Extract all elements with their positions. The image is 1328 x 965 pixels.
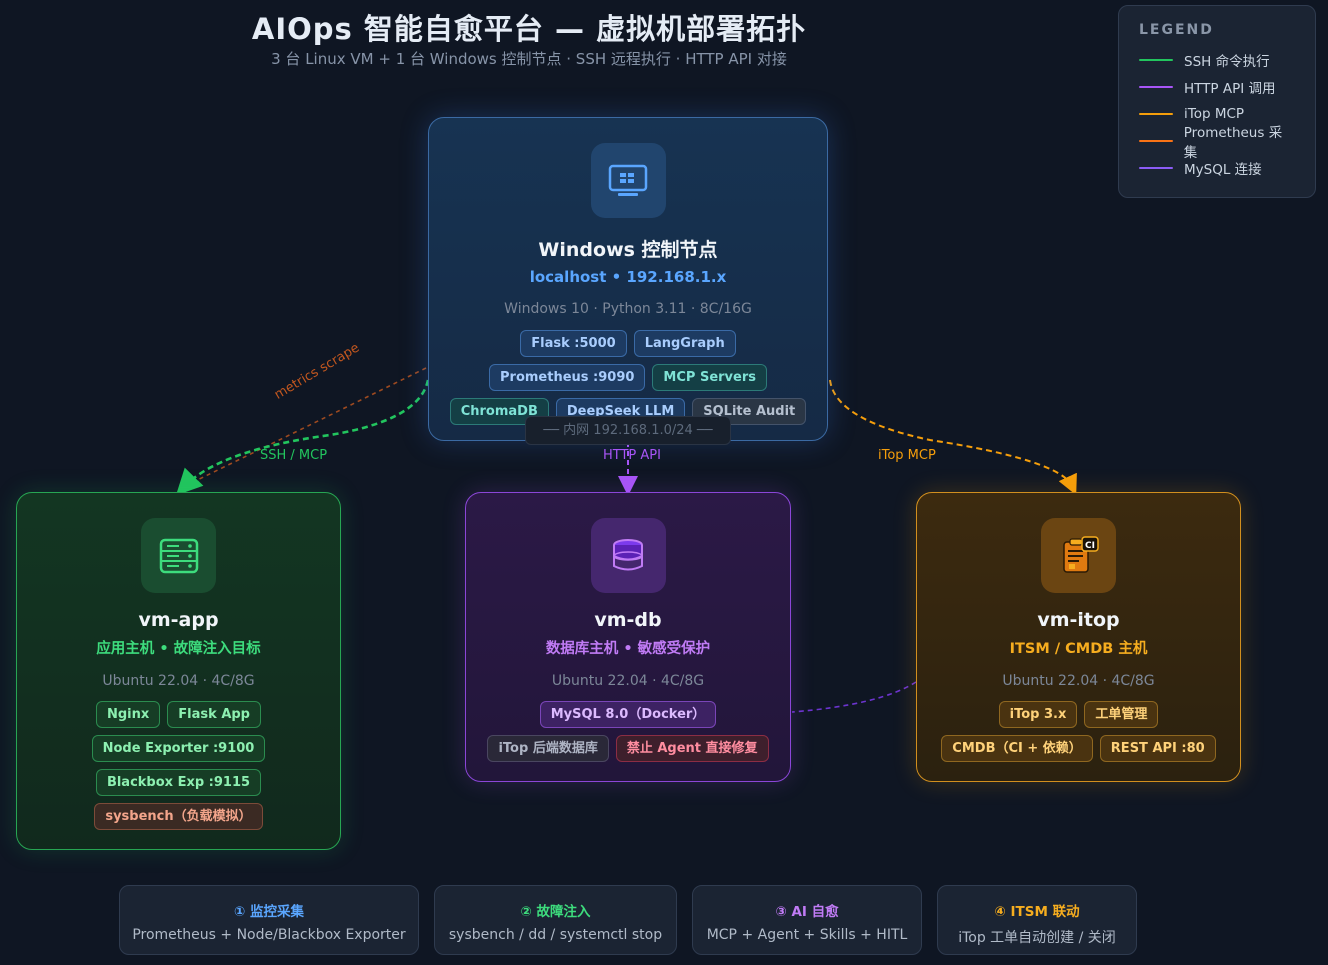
database-icon — [590, 518, 666, 593]
step-itsm: ④ ITSM 联动 iTop 工单自动创建 / 关闭 — [937, 885, 1137, 955]
legend-item-prometheus: Prometheus 采集 — [1139, 125, 1295, 161]
node-role: 应用主机 • 故障注入目标 — [96, 641, 261, 657]
tag-cmdb: CMDB（CI + 依赖） — [941, 735, 1093, 762]
node-host: localhost • 192.168.1.x — [529, 268, 727, 286]
ci-badge-text: CI — [1085, 541, 1095, 551]
tag-flask-app: Flask App — [167, 701, 261, 728]
node-os: Ubuntu 22.04 · 4C/8G — [1002, 673, 1155, 689]
tag-nginx: Nginx — [96, 701, 161, 728]
tag-node-exporter: Node Exporter :9100 — [91, 735, 266, 762]
tag-mcp-servers: MCP Servers — [652, 364, 767, 391]
service-tags: iTop 3.x 工单管理 CMDB（CI + 依赖） REST API :80 — [917, 701, 1240, 762]
tag-flask: Flask :5000 — [520, 330, 627, 357]
ssh-mcp-line — [175, 379, 430, 496]
metrics-scrape-label: metrics scrape — [272, 340, 363, 403]
step-desc: iTop 工单自动创建 / 关闭 — [958, 930, 1116, 946]
step-desc: Prometheus + Node/Blackbox Exporter — [132, 927, 406, 943]
node-title: Windows 控制节点 — [538, 239, 718, 261]
step-title: ③ AI 自愈 — [775, 904, 839, 920]
legend-item-http: HTTP API 调用 — [1139, 73, 1295, 100]
step-ai-self-healing: ③ AI 自愈 MCP + Agent + Skills + HITL — [692, 885, 922, 955]
tag-blackbox-exporter: Blackbox Exp :9115 — [95, 769, 262, 796]
tag-mysql: MySQL 8.0（Docker） — [539, 701, 717, 728]
step-title: ② 故障注入 — [520, 904, 591, 920]
legend-item-ssh: SSH 命令执行 — [1139, 46, 1295, 73]
clipboard-ci-icon: CI — [1041, 518, 1116, 593]
windows-control-node[interactable]: Windows 控制节点 localhost • 192.168.1.x Win… — [428, 117, 828, 441]
step-title: ① 监控采集 — [233, 904, 305, 920]
legend-panel: LEGEND SSH 命令执行 HTTP API 调用 iTop MCP Pro… — [1118, 5, 1316, 198]
node-os: Ubuntu 22.04 · 4C/8G — [102, 673, 255, 689]
tag-ticket-management: 工单管理 — [1084, 701, 1159, 728]
http-api-label: HTTP API — [603, 448, 661, 463]
tag-rest-api: REST API :80 — [1099, 735, 1216, 762]
node-os: Windows 10 · Python 3.11 · 8C/16G — [504, 301, 752, 317]
service-tags: Flask :5000 LangGraph Prometheus :9090 M… — [429, 330, 827, 425]
tag-langgraph: LangGraph — [633, 330, 736, 357]
node-role: 数据库主机 • 敏感受保护 — [545, 641, 711, 657]
service-tags-row2: iTop 后端数据库 禁止 Agent 直接修复 — [466, 735, 790, 762]
vm-itop-node[interactable]: CI vm-itop ITSM / CMDB 主机 Ubuntu 22.04 ·… — [916, 492, 1241, 782]
step-desc: MCP + Agent + Skills + HITL — [706, 927, 908, 943]
monitor-icon — [590, 143, 666, 218]
step-monitoring: ① 监控采集 Prometheus + Node/Blackbox Export… — [119, 885, 419, 955]
service-tags: Nginx Flask App Node Exporter :9100 Blac… — [17, 701, 340, 830]
tag-itop: iTop 3.x — [998, 701, 1078, 728]
legend-item-mysql: MySQL 连接 — [1139, 154, 1295, 181]
legend-line-swatch — [1139, 166, 1173, 169]
legend-label: SSH 命令执行 — [1184, 53, 1270, 70]
legend-line-swatch — [1139, 58, 1173, 61]
legend-line-swatch — [1139, 112, 1173, 115]
tag-sysbench: sysbench（负载模拟） — [94, 803, 263, 830]
legend-label: iTop MCP — [1184, 105, 1245, 122]
server-icon — [141, 518, 216, 593]
vm-db-node[interactable]: vm-db 数据库主机 • 敏感受保护 Ubuntu 22.04 · 4C/8G… — [465, 492, 791, 782]
node-title: vm-itop — [1037, 609, 1120, 631]
node-role: ITSM / CMDB 主机 — [1009, 641, 1148, 657]
service-tags: MySQL 8.0（Docker） — [466, 701, 790, 728]
node-title: vm-db — [594, 609, 662, 631]
page-title: AIOps 智能自愈平台 — 虚拟机部署拓扑 — [251, 12, 807, 46]
legend-label: MySQL 连接 — [1184, 161, 1262, 178]
step-desc: sysbench / dd / systemctl stop — [448, 927, 663, 943]
vm-app-node[interactable]: vm-app 应用主机 • 故障注入目标 Ubuntu 22.04 · 4C/8… — [16, 492, 341, 850]
ssh-mcp-label: SSH / MCP — [260, 448, 328, 463]
mysql-line — [791, 681, 917, 713]
legend-label: Prometheus 采集 — [1183, 124, 1283, 161]
step-fault-injection: ② 故障注入 sysbench / dd / systemctl stop — [434, 885, 677, 955]
legend-title: LEGEND — [1139, 22, 1214, 38]
legend-line-swatch — [1139, 139, 1173, 142]
itop-mcp-line — [829, 379, 1077, 496]
tag-itop-backend-db: iTop 后端数据库 — [487, 735, 609, 762]
page-subtitle: 3 台 Linux VM + 1 台 Windows 控制节点 · SSH 远程… — [271, 50, 787, 68]
tag-no-agent-repair: 禁止 Agent 直接修复 — [615, 735, 769, 762]
network-label: ── 内网 192.168.1.0/24 ── — [525, 416, 731, 445]
itop-mcp-label: iTop MCP — [878, 448, 936, 463]
legend-line-swatch — [1139, 85, 1173, 88]
node-os: Ubuntu 22.04 · 4C/8G — [551, 673, 705, 689]
tag-prometheus: Prometheus :9090 — [489, 364, 646, 391]
legend-item-itop: iTop MCP — [1139, 100, 1295, 127]
step-title: ④ ITSM 联动 — [994, 904, 1080, 920]
node-title: vm-app — [138, 609, 219, 631]
legend-label: HTTP API 调用 — [1184, 80, 1276, 97]
